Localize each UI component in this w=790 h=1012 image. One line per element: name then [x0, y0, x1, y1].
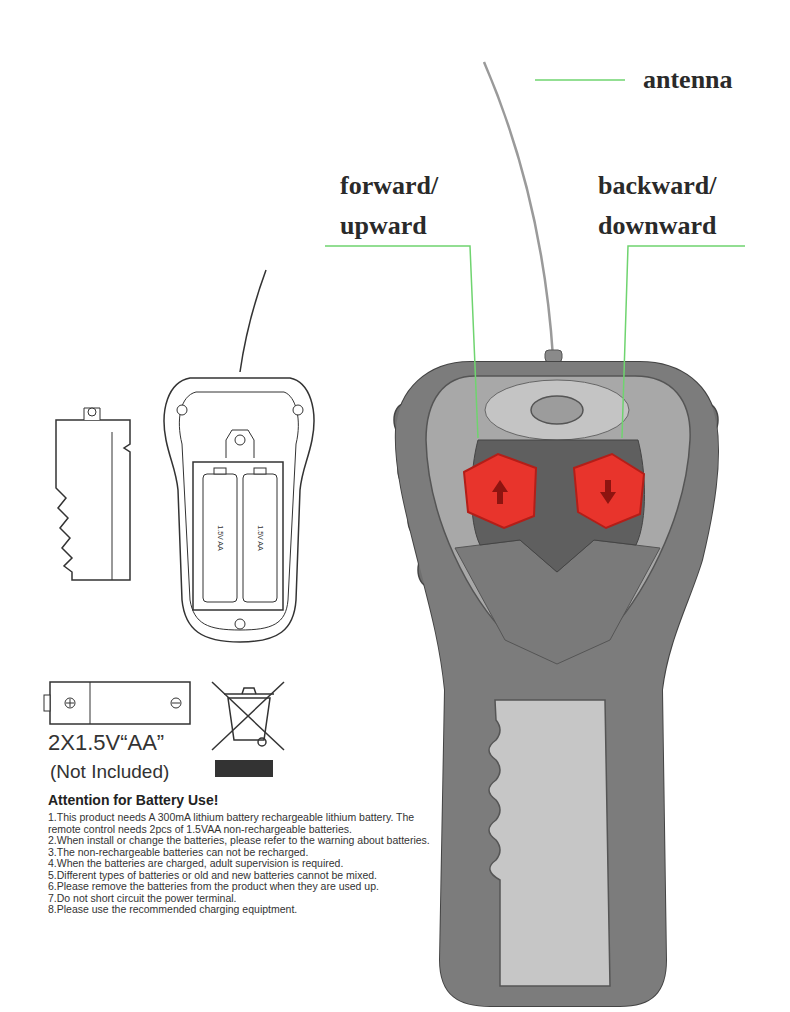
- handle-grip: [489, 700, 610, 986]
- up-arrow: [492, 480, 508, 504]
- note-item: 8.Please use the recommended charging eq…: [48, 904, 440, 916]
- cover-edge: [112, 432, 113, 580]
- callout-label: antenna: [643, 60, 733, 100]
- battery-icon: [50, 682, 190, 724]
- weee-bar: [215, 760, 273, 777]
- callout-label: forward/ upward: [340, 166, 490, 246]
- small-antenna: [240, 270, 266, 372]
- top-dome: [485, 380, 629, 440]
- note-item: 7.Do not short circuit the power termina…: [48, 893, 440, 905]
- antenna-base: [545, 350, 562, 362]
- note-item: 5.Different types of batteries or old an…: [48, 870, 440, 882]
- note-item: 3.The non-rechargeable batteries can not…: [48, 847, 440, 859]
- battery-marking: 1.5V AA: [256, 525, 264, 550]
- backward-button: [574, 454, 644, 528]
- leader-lines: [325, 80, 745, 438]
- battery-nub: [214, 468, 226, 474]
- notes-list: 1.This product needs A 300mA lithium bat…: [48, 812, 440, 916]
- note-item: 2.When install or change the batteries, …: [48, 835, 440, 847]
- battery-icon-nub: [44, 695, 50, 711]
- top-oval: [531, 396, 583, 424]
- plus-symbol: [65, 698, 75, 708]
- battery-cell: [203, 474, 237, 602]
- down-arrow: [600, 480, 616, 504]
- battery-marking: 1.5V AA: [216, 525, 224, 550]
- battery-icon-band: [90, 682, 91, 724]
- remote-body-fill: [396, 362, 718, 1006]
- minus-symbol: [171, 698, 181, 708]
- callout-label: backward/ downward: [598, 166, 758, 246]
- note-item: 6.Please remove the batteries from the p…: [48, 881, 440, 893]
- battery-spec: 2X1.5V“AA”: [48, 730, 164, 756]
- forward-button: [464, 454, 536, 528]
- cover-hole: [88, 408, 96, 416]
- cover-tab: [84, 408, 100, 420]
- notes-heading: Attention for Battery Use!: [48, 791, 218, 809]
- note-item: 1.This product needs A 300mA lithium bat…: [48, 812, 440, 835]
- battery-note: (Not Included): [50, 760, 169, 784]
- remote-body: [396, 362, 718, 1006]
- note-item: 4.When the batteries are charged, adult …: [48, 858, 440, 870]
- battery-cover: [56, 420, 130, 580]
- back-inner-outline: [179, 392, 298, 630]
- battery-nub: [254, 468, 266, 474]
- battery-compartment: [193, 462, 283, 610]
- screw-holes: [177, 405, 303, 629]
- weee-bin-symbol: [212, 682, 284, 750]
- battery-cell: [243, 474, 277, 602]
- hang-hole: [235, 435, 245, 445]
- antenna-wire: [484, 62, 553, 357]
- remote-back: [164, 378, 314, 642]
- hang-tab: [226, 430, 254, 458]
